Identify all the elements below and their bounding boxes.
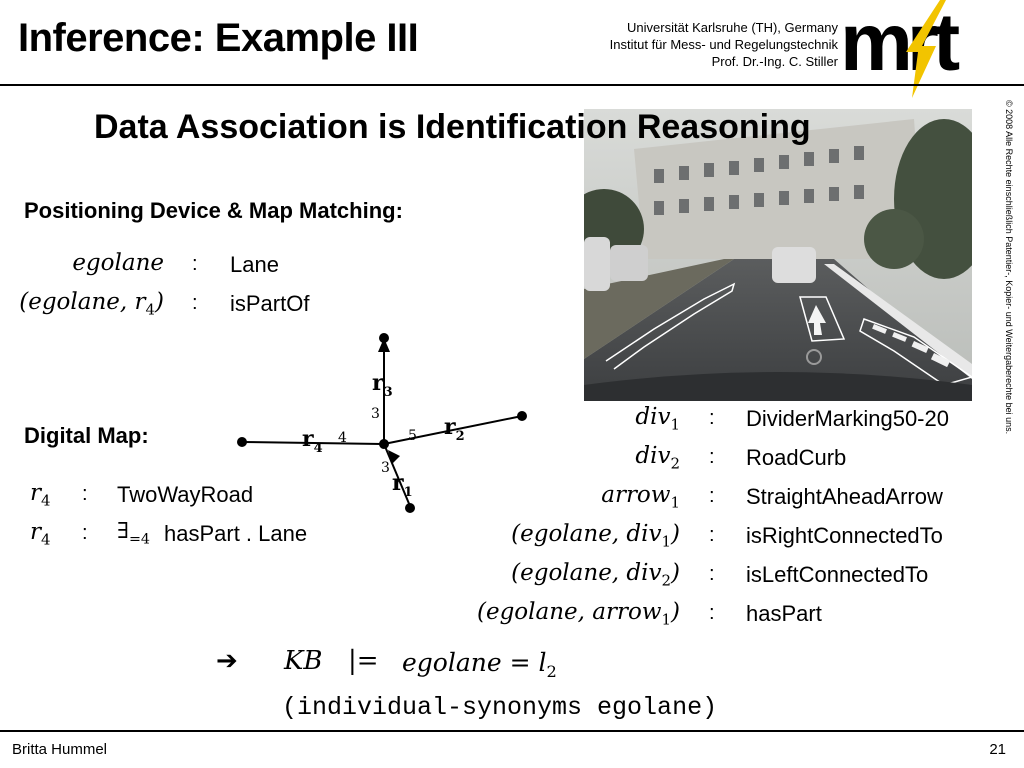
assertion-lhs: r4 bbox=[30, 519, 51, 549]
assertion-row: (egolane, div1) : isRightConnectedTo bbox=[400, 521, 1000, 551]
lane-count: 5 bbox=[408, 428, 417, 444]
graph-node bbox=[237, 437, 247, 447]
road-edge-r2 bbox=[383, 415, 523, 445]
road-graph: r3 3 r2 5 r4 4 r1 3 bbox=[237, 333, 527, 513]
institution-line: Prof. Dr.-Ing. C. Stiller bbox=[711, 54, 838, 69]
road-scene-photo bbox=[584, 109, 972, 401]
assertion-row: div2 : RoadCurb bbox=[400, 443, 1000, 473]
positioning-row: (egolane, r4) : isPartOf bbox=[0, 289, 320, 319]
digital-map-row: r4 : ∃=4 hasPart . Lane bbox=[0, 519, 330, 549]
institution-info: Universität Karlsruhe (TH), Germany Inst… bbox=[610, 19, 838, 70]
assertion-concept: isRightConnectedTo bbox=[746, 523, 943, 548]
assertion-concept: DividerMarking50-20 bbox=[746, 406, 949, 431]
road-edge-r1 bbox=[383, 443, 411, 507]
assertion-concept: TwoWayRoad bbox=[117, 482, 254, 507]
assertion-colon: : bbox=[709, 407, 715, 429]
road-label-r1: r1 bbox=[392, 470, 413, 500]
assertion-colon: : bbox=[709, 446, 715, 468]
assertion-colon: : bbox=[709, 485, 715, 507]
lane-count: 3 bbox=[381, 460, 390, 476]
lane-count: 3 bbox=[371, 406, 380, 422]
assertion-concept: RoadCurb bbox=[746, 445, 847, 470]
logo-text: mrt bbox=[840, 0, 960, 88]
assertion-lhs: div1 bbox=[635, 404, 680, 434]
copyright-text: © 2008 Alle Rechte einschließlich Patent… bbox=[1004, 100, 1014, 435]
assertion-colon: : bbox=[82, 483, 88, 505]
assertion-lhs: (egolane, div1) bbox=[511, 521, 680, 551]
assertion-lhs: r4 bbox=[30, 480, 51, 510]
assertion-concept: hasPart bbox=[746, 601, 822, 626]
assertion-colon: : bbox=[192, 253, 198, 275]
assertion-concept: isLeftConnectedTo bbox=[746, 562, 929, 587]
road-edge-r4 bbox=[241, 441, 385, 445]
assertion-lhs: (egolane, div2) bbox=[511, 560, 680, 590]
assertion-concept: Lane bbox=[230, 252, 279, 277]
institution-line: Universität Karlsruhe (TH), Germany bbox=[627, 20, 838, 35]
header-rule bbox=[0, 84, 1024, 86]
assertion-concept: StraightAheadArrow bbox=[746, 484, 943, 509]
assertion-row: (egolane, arrow1) : hasPart bbox=[400, 599, 1000, 629]
conclusion-arrow-icon: ➔ bbox=[216, 646, 238, 676]
assertion-lhs: div2 bbox=[635, 443, 680, 473]
assertion-row: arrow1 : StraightAheadArrow bbox=[400, 482, 1000, 512]
digital-map-heading: Digital Map: bbox=[24, 423, 149, 448]
assertion-colon: : bbox=[82, 522, 88, 544]
assertion-colon: : bbox=[192, 292, 198, 314]
arrow-head-icon bbox=[378, 338, 390, 352]
assertion-colon: : bbox=[709, 563, 715, 585]
conclusion-formula: egolane = l2 bbox=[402, 648, 557, 681]
assertion-lhs: (egolane, arrow1) bbox=[476, 599, 680, 629]
exists-quantifier: ∃=4 bbox=[117, 519, 151, 548]
road-label-r3: r3 bbox=[372, 370, 393, 400]
assertion-concept: hasPart . Lane bbox=[164, 521, 308, 546]
footer-author: Britta Hummel bbox=[12, 741, 108, 758]
entails-symbol: |= bbox=[348, 646, 379, 676]
digital-map-row: r4 : TwoWayRoad bbox=[0, 480, 330, 510]
assertion-lhs: (egolane, r4) bbox=[19, 289, 164, 319]
image-assertions: div1 : DividerMarking50-20 div2 : RoadCu… bbox=[400, 402, 1000, 642]
assertion-lhs: egolane bbox=[72, 250, 164, 276]
copyright-notice: © 2008 Alle Rechte einschließlich Patent… bbox=[1000, 100, 1016, 480]
lane-count: 4 bbox=[338, 430, 347, 446]
assertion-lhs: arrow1 bbox=[601, 482, 680, 512]
positioning-heading: Positioning Device & Map Matching: bbox=[24, 198, 403, 223]
graph-node bbox=[379, 439, 389, 449]
positioning-row: egolane : Lane bbox=[0, 250, 320, 280]
footer-rule bbox=[0, 730, 1024, 732]
arrow-head-icon bbox=[388, 450, 400, 464]
assertion-row: div1 : DividerMarking50-20 bbox=[400, 404, 1000, 434]
assertion-concept: isPartOf bbox=[230, 291, 310, 316]
assertion-row: (egolane, div2) : isLeftConnectedTo bbox=[400, 560, 1000, 590]
road-label-r2: r2 bbox=[444, 414, 465, 444]
knowledge-base-symbol: KB bbox=[284, 646, 323, 676]
assertion-colon: : bbox=[709, 524, 715, 546]
page-number: 21 bbox=[989, 741, 1006, 758]
graph-node bbox=[379, 333, 389, 343]
assertion-colon: : bbox=[709, 602, 715, 624]
slide-subtitle: Data Association is Identification Reaso… bbox=[94, 108, 811, 146]
graph-node bbox=[517, 411, 527, 421]
mrt-logo: mrt bbox=[840, 0, 966, 98]
road-label-r4: r4 bbox=[302, 426, 323, 456]
slide-title: Inference: Example III bbox=[18, 16, 419, 60]
lightning-icon bbox=[906, 0, 946, 98]
institution-line: Institut für Mess- und Regelungstechnik bbox=[609, 37, 838, 52]
graph-node bbox=[405, 503, 415, 513]
reasoner-command: (individual-synonyms egolane) bbox=[282, 693, 718, 722]
